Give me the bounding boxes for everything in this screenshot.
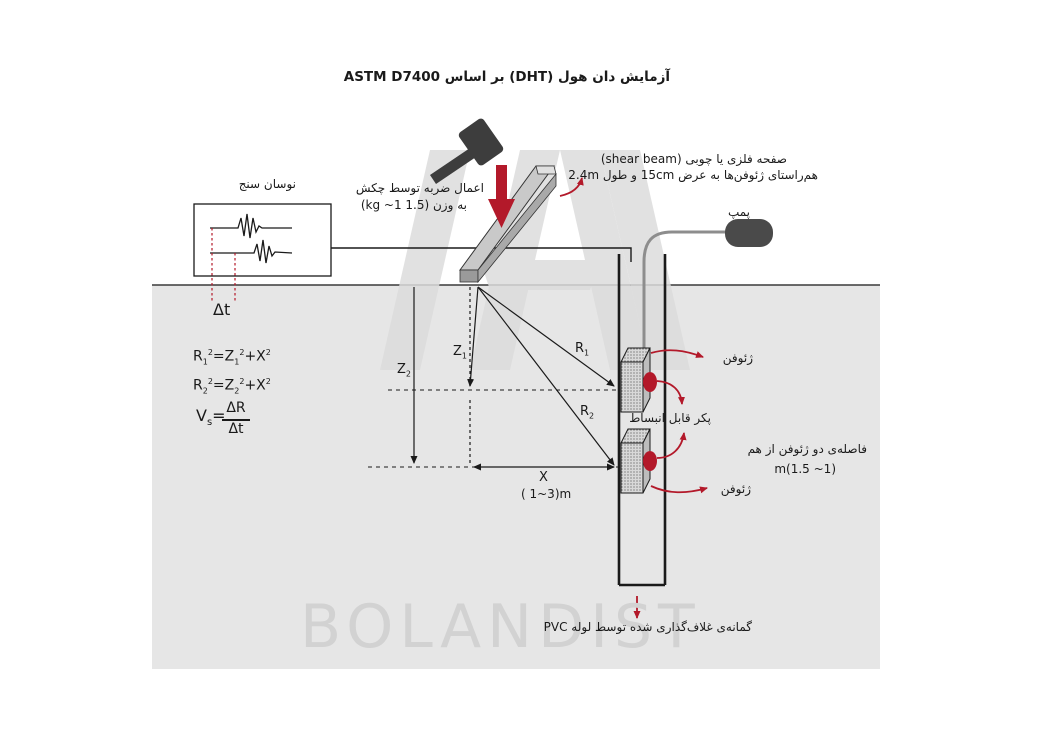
impact-arrow	[488, 165, 515, 228]
watermark-text: BOLANDIST	[300, 592, 701, 662]
geophone-bottom-callout	[650, 485, 708, 494]
seismograph-traces	[210, 213, 293, 264]
packer-bottom	[643, 451, 657, 471]
spacing-label-line2: (1~ 1.5)m	[774, 462, 836, 476]
spacing-label-line1: فاصله‌ی دو ژئوفن از هم	[747, 442, 867, 456]
page-title: آزمایش دان هول (DHT) بر اساس ASTM D7400	[343, 69, 670, 85]
wave-paths	[467, 286, 615, 466]
beam-label-line1: صفحه فلزی یا چوبی (shear beam)	[600, 152, 787, 166]
r1-label: R1	[575, 341, 590, 358]
hammer-label-line1: اعمال ضربه توسط چکش	[355, 181, 484, 195]
formula-vs-denominator: Δt	[228, 421, 244, 437]
x-label: X	[539, 470, 548, 485]
casing-label: گمانه‌ی غلاف‌گذاری شده توسط لوله PVC	[543, 620, 752, 634]
formula-vs-fraction-bar	[222, 419, 250, 421]
depth-dimensions	[410, 287, 471, 464]
pump-icon	[725, 219, 773, 247]
r2-label: R2	[580, 404, 595, 421]
z1-label: Z1	[453, 344, 467, 361]
x-range-label: ( 1~3)m	[521, 487, 572, 501]
geophone-top	[620, 361, 644, 413]
pump-label: پمپ	[727, 205, 750, 219]
geophone-bottom-label: ژئوفن	[720, 482, 751, 496]
beam-label-line2: هم‌راستای ژئوفن‌ها به عرض 15cm و طول 2.4…	[568, 168, 818, 182]
formula-r1: R12=Z12+X2	[193, 348, 271, 367]
borehole-casing	[617, 254, 667, 587]
trigger-cable	[331, 247, 632, 262]
shear-beam	[459, 165, 557, 284]
ground-area	[152, 285, 880, 669]
beam-callout-arrow	[559, 177, 584, 197]
pump-hose	[642, 230, 727, 348]
seismograph-label: نوسان سنج	[238, 177, 296, 191]
z2-label: Z2	[397, 362, 411, 379]
packer-top-callout	[656, 380, 685, 405]
formula-r2: R22=Z22+X2	[193, 377, 271, 396]
formula-vs-numerator: ΔR	[226, 400, 246, 416]
hammer-label-line2: به وزن (kg ~1 1.5)	[360, 198, 467, 212]
packer-bottom-callout	[656, 432, 687, 459]
geophone-top-label: ژئوفن	[722, 351, 753, 365]
packer-top	[643, 372, 657, 392]
hammer-icon	[430, 118, 504, 184]
geophone-bottom	[620, 442, 644, 494]
delta-t-label: Δt	[213, 300, 231, 319]
packer-label: پکر قابل انبساط	[629, 411, 711, 425]
geophone-top-callout	[650, 349, 704, 358]
